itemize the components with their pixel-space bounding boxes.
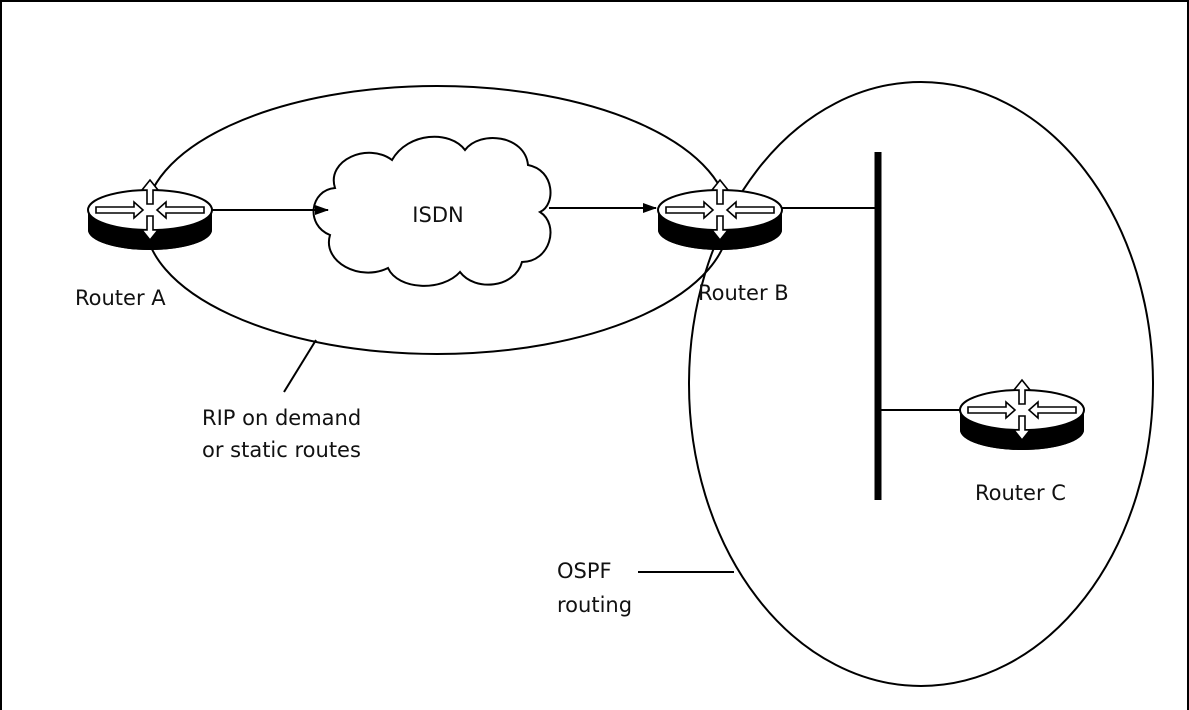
ospf-label-line-2: routing <box>557 593 632 617</box>
router-a-icon <box>87 179 213 251</box>
rip-label-line-1: RIP on demand <box>202 406 361 430</box>
router-a-label: Router A <box>75 286 166 310</box>
router-b-icon <box>657 179 783 251</box>
cloud-label: ISDN <box>412 203 463 227</box>
router-b-label: Router B <box>698 281 789 305</box>
router-c-label: Router C <box>975 481 1066 505</box>
cloud-icon <box>312 135 552 287</box>
rip-label-line-2: or static routes <box>202 438 361 462</box>
ospf-label-line-1: OSPF <box>557 559 612 583</box>
router-c-icon <box>959 379 1085 451</box>
ospf-domain-ellipse <box>688 81 1154 687</box>
rip-callout-line <box>283 339 317 393</box>
